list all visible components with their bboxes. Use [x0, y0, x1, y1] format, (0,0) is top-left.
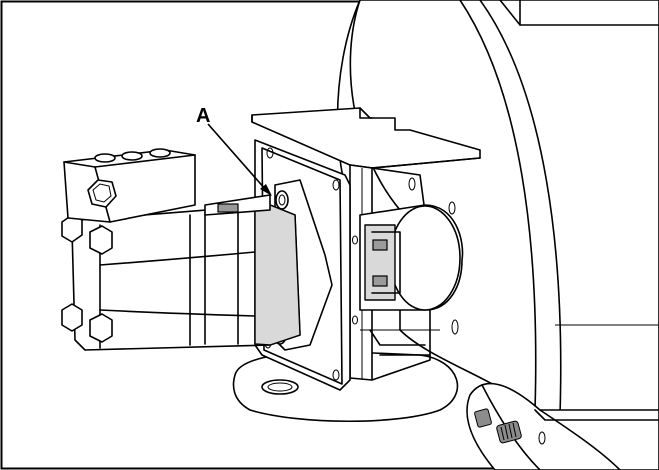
lower-housing-section: [466, 382, 659, 470]
hydraulic-pump: [61, 204, 301, 351]
callout-arrowhead: [260, 184, 272, 196]
callout-a: A: [196, 105, 272, 196]
valve-block: [63, 148, 271, 223]
callout-label: A: [196, 105, 210, 127]
callout-leader-line: [207, 123, 267, 191]
set-screw: [496, 420, 522, 444]
pump-bolt: [61, 214, 113, 343]
set-screw: [474, 408, 492, 428]
shaft-coupling: [359, 204, 464, 346]
